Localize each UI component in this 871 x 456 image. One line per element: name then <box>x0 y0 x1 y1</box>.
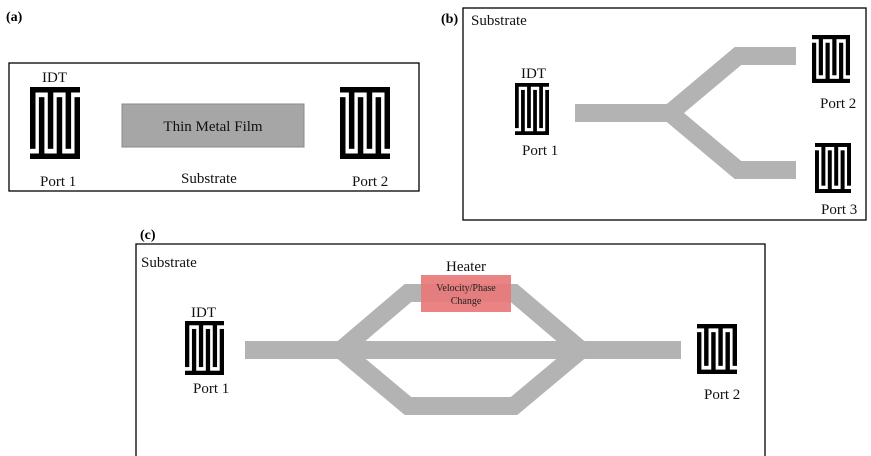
idt-finger <box>527 83 531 129</box>
idt-finger <box>384 87 390 149</box>
panel-a-tag: (a) <box>6 10 23 25</box>
idt-finger <box>725 332 730 374</box>
panel-c-substrate-label: Substrate <box>141 255 197 271</box>
idt-finger <box>198 321 204 368</box>
panel-b-tag: (b) <box>441 12 458 27</box>
panel-b-idt-port3 <box>815 143 851 193</box>
idt-finger <box>545 89 549 135</box>
idt-finger <box>515 83 519 129</box>
heater-region <box>421 275 511 312</box>
idt-finger <box>827 150 832 193</box>
idt-bottom-bus <box>340 153 390 159</box>
idt-top-bus <box>812 35 850 40</box>
panel-a-idt-port2 <box>340 87 390 159</box>
idt-top-bus <box>340 87 390 93</box>
idt-bottom-bus <box>30 153 80 159</box>
panel-b-substrate-label: Substrate <box>471 13 527 29</box>
idt-finger <box>697 332 702 374</box>
idt-top-bus <box>697 324 737 329</box>
idt-finger <box>74 97 80 159</box>
idt-finger <box>840 150 845 193</box>
idt-finger <box>375 97 382 159</box>
idt-finger <box>812 42 817 83</box>
idt-finger <box>38 97 45 159</box>
panel-b-port2-label: Port 2 <box>820 96 856 112</box>
heater-text-line2: Change <box>451 296 482 307</box>
idt-finger <box>212 321 218 368</box>
panel-a-idt-port1 <box>30 87 80 159</box>
idt-finger <box>30 87 36 149</box>
idt-top-bus <box>185 321 224 326</box>
panel-c-port1-label: Port 1 <box>193 381 229 397</box>
idt-finger <box>191 328 197 375</box>
idt-top-bus <box>515 83 549 87</box>
idt-finger <box>711 332 716 374</box>
panel-c-idt-port2 <box>697 324 737 374</box>
panel-b-waveguide-lower-branch <box>664 106 796 179</box>
panel-b-substrate-frame <box>462 7 867 221</box>
panel-c-idt-label: IDT <box>191 305 216 321</box>
panel-c-idt-port1 <box>185 321 224 375</box>
idt-finger <box>834 143 839 186</box>
panel-a-port1-label: Port 1 <box>40 174 76 190</box>
panel-b-port1-label: Port 1 <box>522 143 558 159</box>
thin-metal-film <box>121 103 305 148</box>
idt-finger <box>832 35 837 76</box>
heater-label: Heater <box>446 259 486 275</box>
idt-finger <box>815 150 819 193</box>
idt-finger <box>704 324 709 366</box>
panel-a: (a) IDT Port 1 Thin Metal Film Substrate… <box>6 10 420 192</box>
heater-text-line1: Velocity/Phase <box>436 283 496 294</box>
panel-a-port2-label: Port 2 <box>352 174 388 190</box>
idt-bottom-bus <box>515 131 549 135</box>
idt-finger <box>825 42 830 83</box>
idt-finger <box>539 83 543 129</box>
panel-b-idt-label: IDT <box>521 66 546 82</box>
idt-finger <box>533 89 537 135</box>
panel-b-waveguide-upper-branch <box>575 47 796 122</box>
panel-c-waveguide-lower-arm <box>335 343 587 415</box>
panel-b-idt-port2 <box>812 35 850 83</box>
panel-a-substrate-frame <box>8 62 420 192</box>
idt-finger <box>65 87 72 149</box>
panel-a-idt-label: IDT <box>42 70 67 86</box>
idt-bottom-bus <box>697 369 737 374</box>
idt-bottom-bus <box>815 189 851 193</box>
panel-c: (c) Substrate IDT Port 1 Heater Velocity… <box>135 228 766 456</box>
panel-b-port3-label: Port 3 <box>821 202 857 218</box>
idt-bottom-bus <box>812 78 850 83</box>
idt-finger <box>521 89 525 135</box>
idt-finger <box>219 328 224 375</box>
idt-top-bus <box>30 87 80 93</box>
idt-finger <box>839 42 844 83</box>
idt-finger <box>818 35 823 76</box>
idt-finger <box>366 87 373 149</box>
idt-finger <box>205 328 211 375</box>
idt-finger <box>718 324 723 366</box>
panel-a-substrate-label: Substrate <box>181 171 237 187</box>
idt-finger <box>348 87 355 149</box>
idt-finger <box>732 324 737 366</box>
thin-metal-film-label: Thin Metal Film <box>163 119 262 135</box>
idt-finger <box>340 97 346 159</box>
idt-finger <box>821 143 826 186</box>
idt-finger <box>185 321 190 368</box>
idt-bottom-bus <box>185 370 224 375</box>
idt-top-bus <box>815 143 851 147</box>
panel-c-substrate-frame <box>135 243 766 456</box>
panel-b-idt-port1 <box>515 83 549 135</box>
panel-c-port2-label: Port 2 <box>704 387 740 403</box>
idt-finger <box>357 97 364 159</box>
panel-b: (b) Substrate IDT Port 1 Port 2 Port 3 <box>441 7 867 221</box>
idt-finger <box>847 143 851 186</box>
idt-finger <box>845 35 850 76</box>
idt-finger <box>56 97 63 159</box>
idt-finger <box>47 87 54 149</box>
panel-c-tag: (c) <box>140 228 156 243</box>
